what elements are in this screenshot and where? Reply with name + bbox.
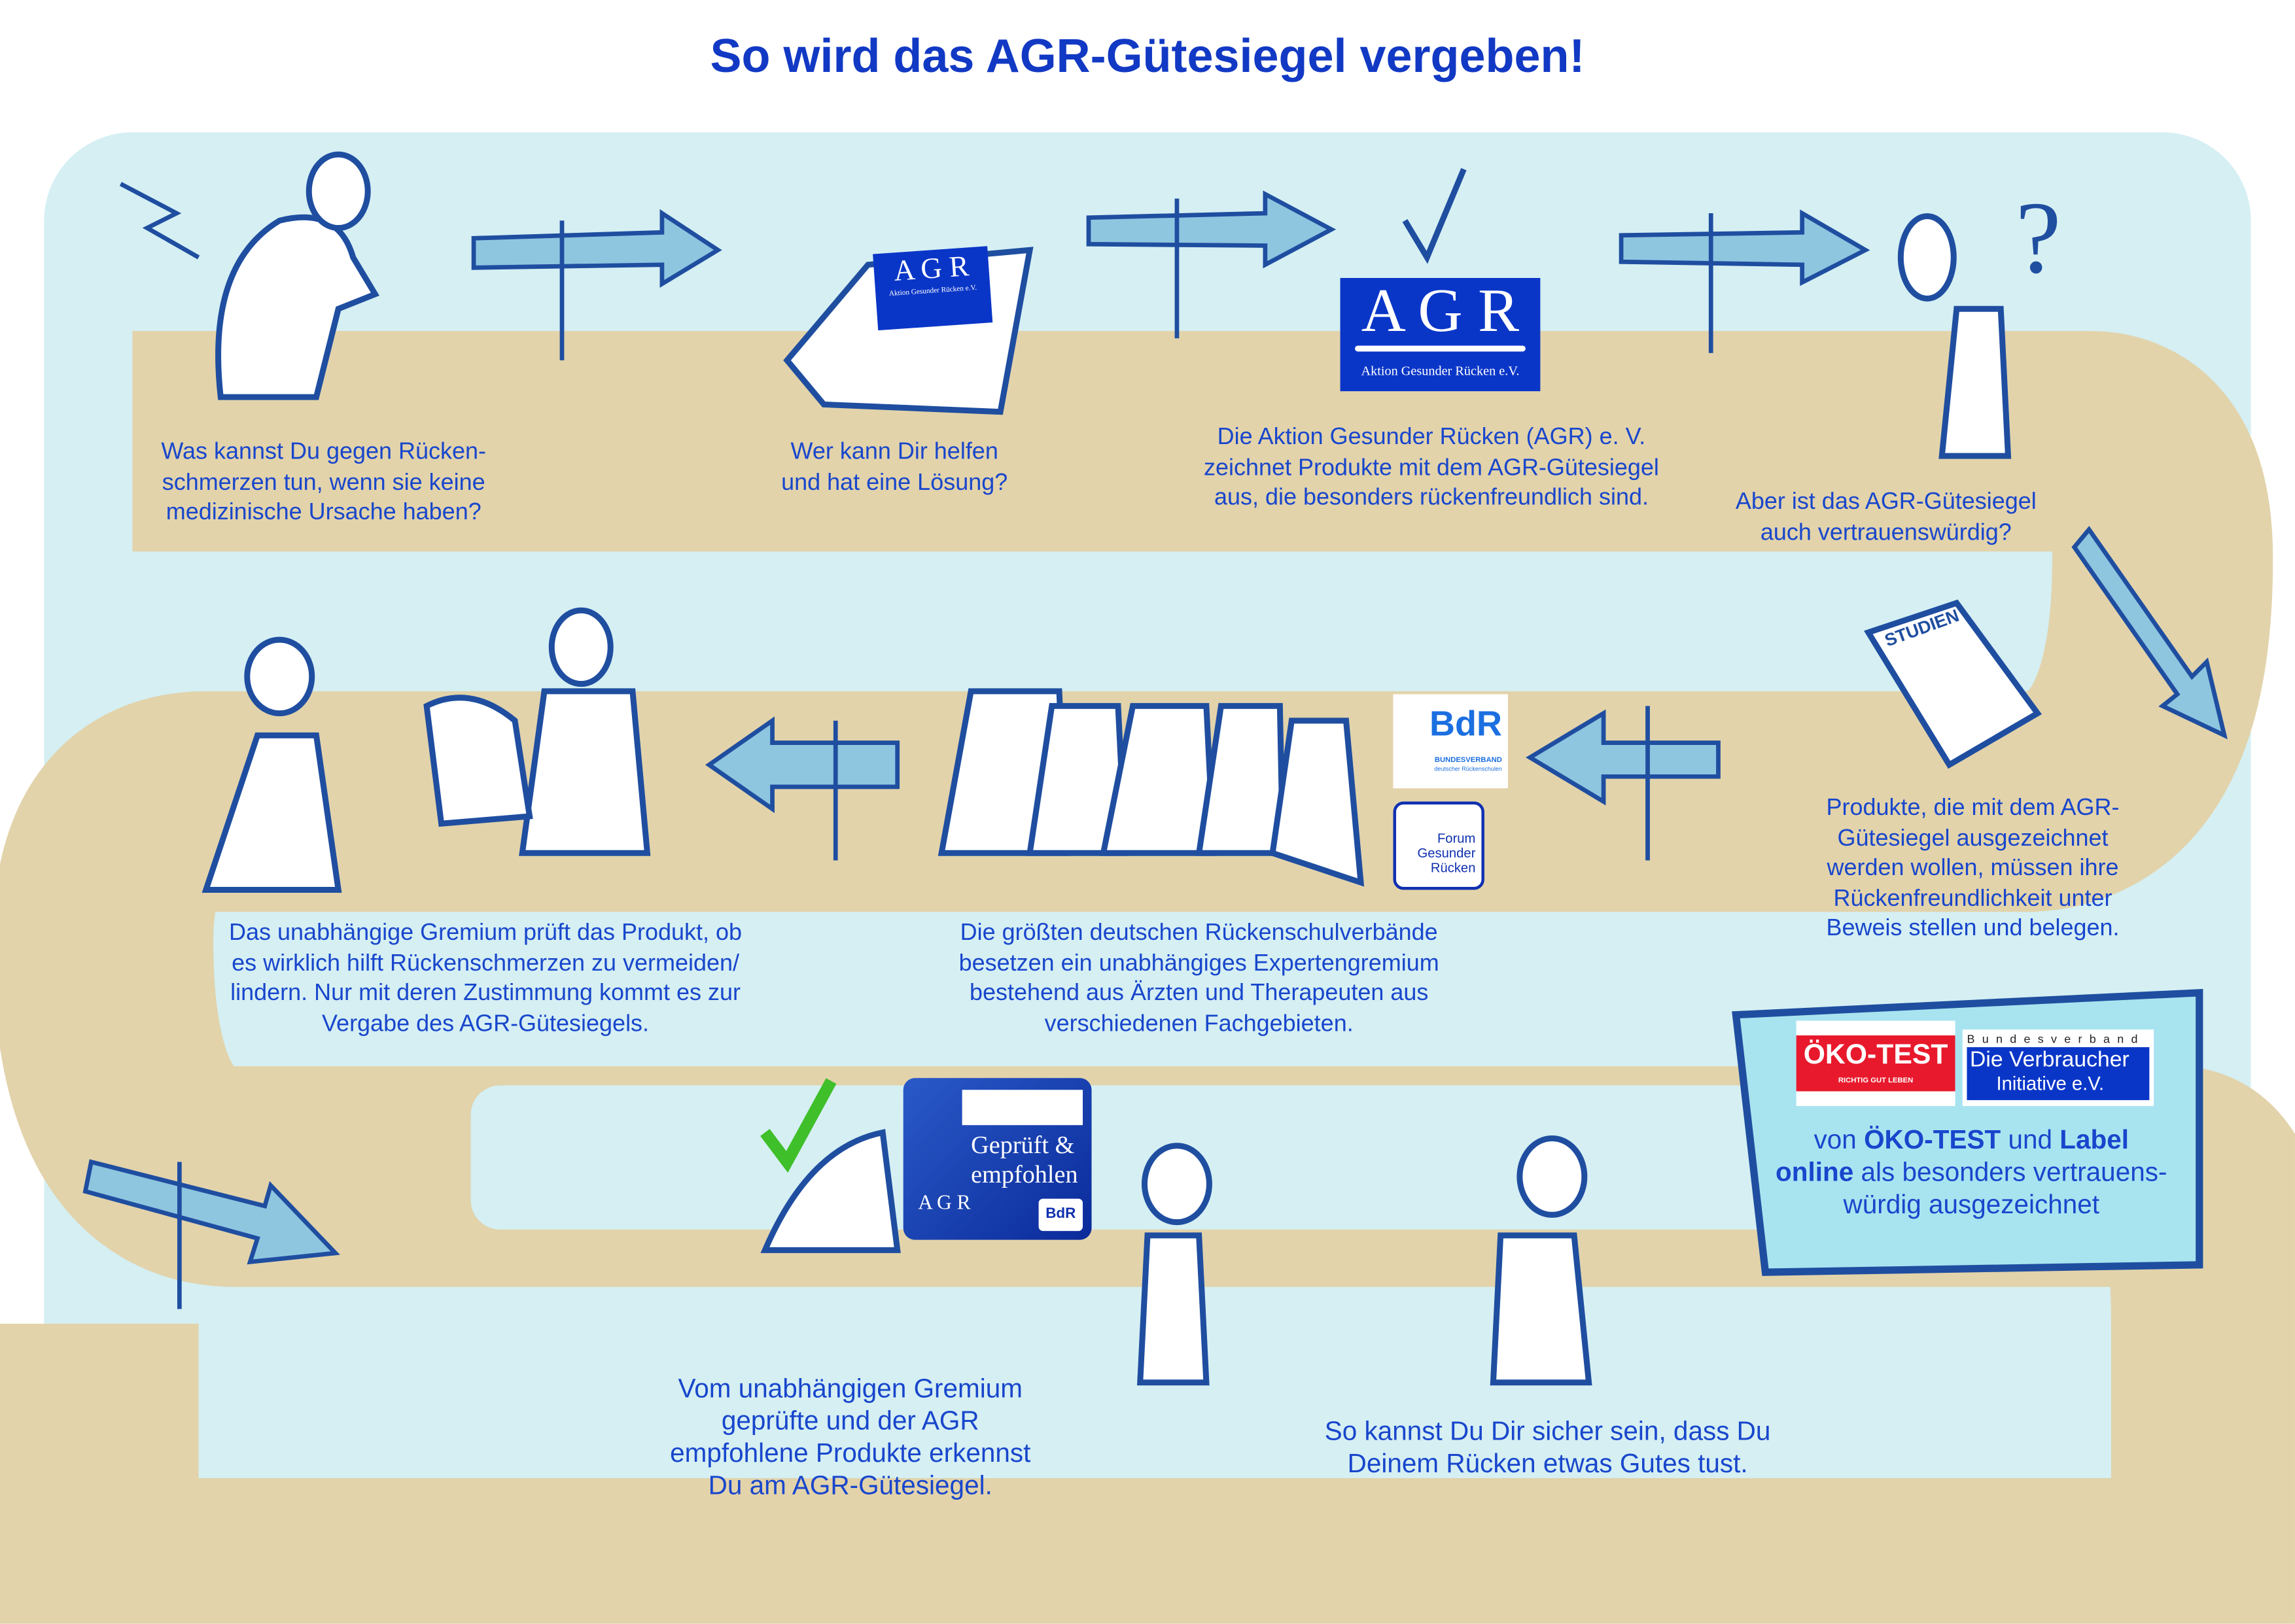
step-7-text: Das unabhängige Gremium prüft das Produk… bbox=[229, 920, 743, 1037]
laptop-screen: A G R Aktion Gesunder Rücken e.V. bbox=[873, 246, 993, 331]
step-6-text: Die größten deutschen Rückenschulverbänd… bbox=[958, 920, 1439, 1037]
bdr-logo: BdR BUNDESVERBAND deutscher Rückenschule… bbox=[1393, 694, 1508, 789]
lightning-icon bbox=[119, 182, 200, 260]
question-mark-icon: ? bbox=[2016, 181, 2061, 295]
sign-text: von ÖKO-TEST und Label online als besond… bbox=[1776, 1125, 2167, 1220]
check-icon bbox=[760, 1078, 837, 1173]
verbraucher-initiative-logo: Bundesverband Die Verbraucher Initiative… bbox=[1962, 1029, 2154, 1107]
step-3-text: Die Aktion Gesunder Rücken (AGR) e. V.ze… bbox=[1203, 424, 1659, 511]
agr-seal: Geprüft &empfohlen A G R BdR bbox=[903, 1078, 1092, 1240]
check-icon bbox=[1402, 167, 1467, 264]
oekotest-logo: ÖKO-TEST RICHTIG GUT LEBEN bbox=[1796, 1020, 1955, 1107]
step-5-text: Produkte, die mit dem AGR-Gütesiegel aus… bbox=[1826, 795, 2120, 942]
arrow-icons bbox=[82, 190, 2228, 1265]
sign-posts bbox=[177, 198, 1713, 1309]
page-title: So wird das AGR-Gütesiegel vergeben! bbox=[710, 29, 1585, 82]
step-1-text: Was kannst Du gegen Rücken-schmerzen tun… bbox=[161, 440, 487, 525]
agr-logo: A G R Aktion Gesunder Rücken e.V. bbox=[1340, 278, 1541, 392]
